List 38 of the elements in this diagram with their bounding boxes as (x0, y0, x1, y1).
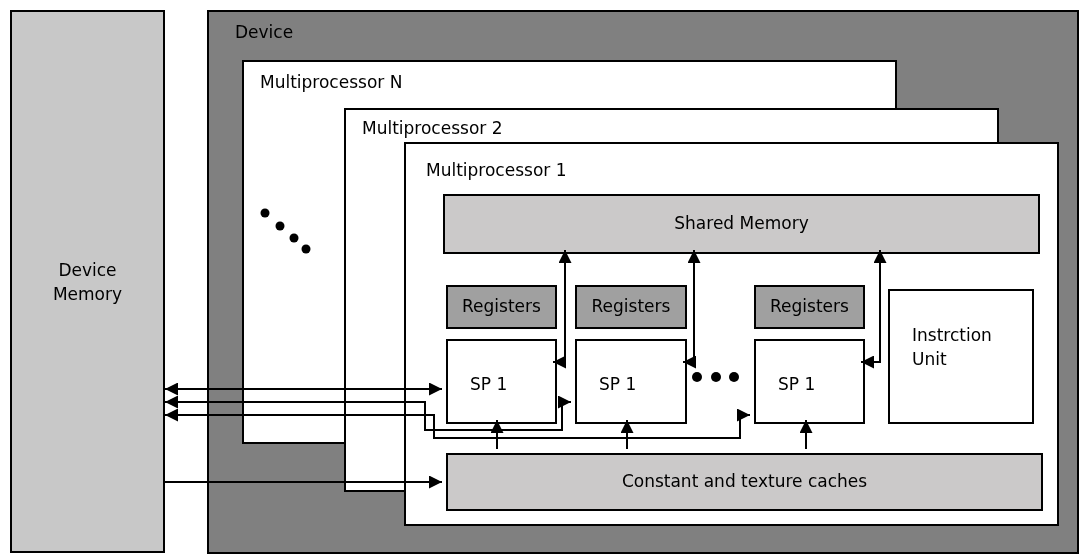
box-label: SP 1 (778, 373, 816, 396)
box-label: Registers (591, 295, 671, 319)
unit-box (888, 289, 1034, 424)
register-box (575, 285, 687, 329)
bar-label: Shared Memory (674, 212, 809, 236)
panel-title: Device (235, 21, 294, 44)
processor-box (754, 339, 865, 424)
panel-title: Multiprocessor 1 (426, 159, 567, 182)
panel-title: Multiprocessor 2 (362, 117, 503, 140)
bar-label: Constant and texture caches (621, 470, 868, 494)
arrow (164, 382, 443, 396)
multiprocessor-panel (344, 108, 999, 142)
arrow (164, 395, 572, 431)
arrow (552, 249, 572, 369)
arrow (164, 408, 751, 439)
cache-bar (446, 453, 1043, 511)
box-label: Registers (770, 295, 849, 319)
memory-bar (443, 194, 1040, 254)
memory-box (10, 10, 165, 553)
arrow (799, 419, 813, 450)
multiprocessor-panel (242, 60, 897, 108)
register-box (446, 285, 557, 329)
multiprocessor-panel (404, 142, 1059, 526)
device-panel (207, 10, 1079, 554)
arrow (860, 249, 887, 369)
arrow (682, 249, 701, 369)
box-label: SP 1 (470, 373, 508, 396)
processor-box (575, 339, 687, 424)
box-label: Instrction Unit (912, 324, 993, 371)
register-box (754, 285, 865, 329)
box-label: SP 1 (599, 373, 637, 396)
processor-box (446, 339, 557, 424)
arrow (164, 475, 443, 489)
box-label: Device Memory (51, 258, 124, 306)
panel-title: Multiprocessor N (260, 71, 403, 94)
arrow (620, 419, 634, 450)
arrow (490, 419, 504, 450)
box-label: Registers (462, 295, 541, 319)
